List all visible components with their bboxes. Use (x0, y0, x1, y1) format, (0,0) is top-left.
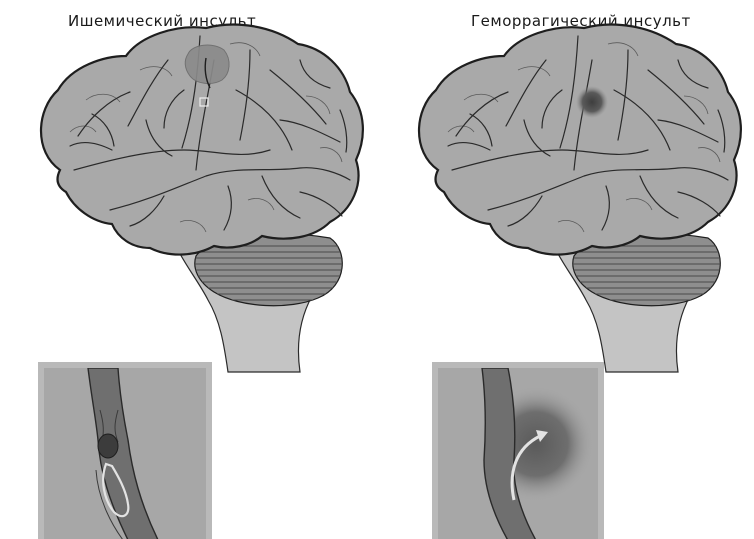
hemorrhagic-vessel-inset (432, 362, 604, 539)
ischemic-brain (41, 25, 363, 372)
ischemic-lesion (185, 45, 229, 83)
cerebrum (419, 25, 741, 255)
hemorrhage-spot (576, 86, 608, 118)
ischemic-vessel-inset (38, 362, 212, 539)
hemorrhagic-brain (419, 25, 741, 372)
blood-clot (98, 434, 118, 458)
